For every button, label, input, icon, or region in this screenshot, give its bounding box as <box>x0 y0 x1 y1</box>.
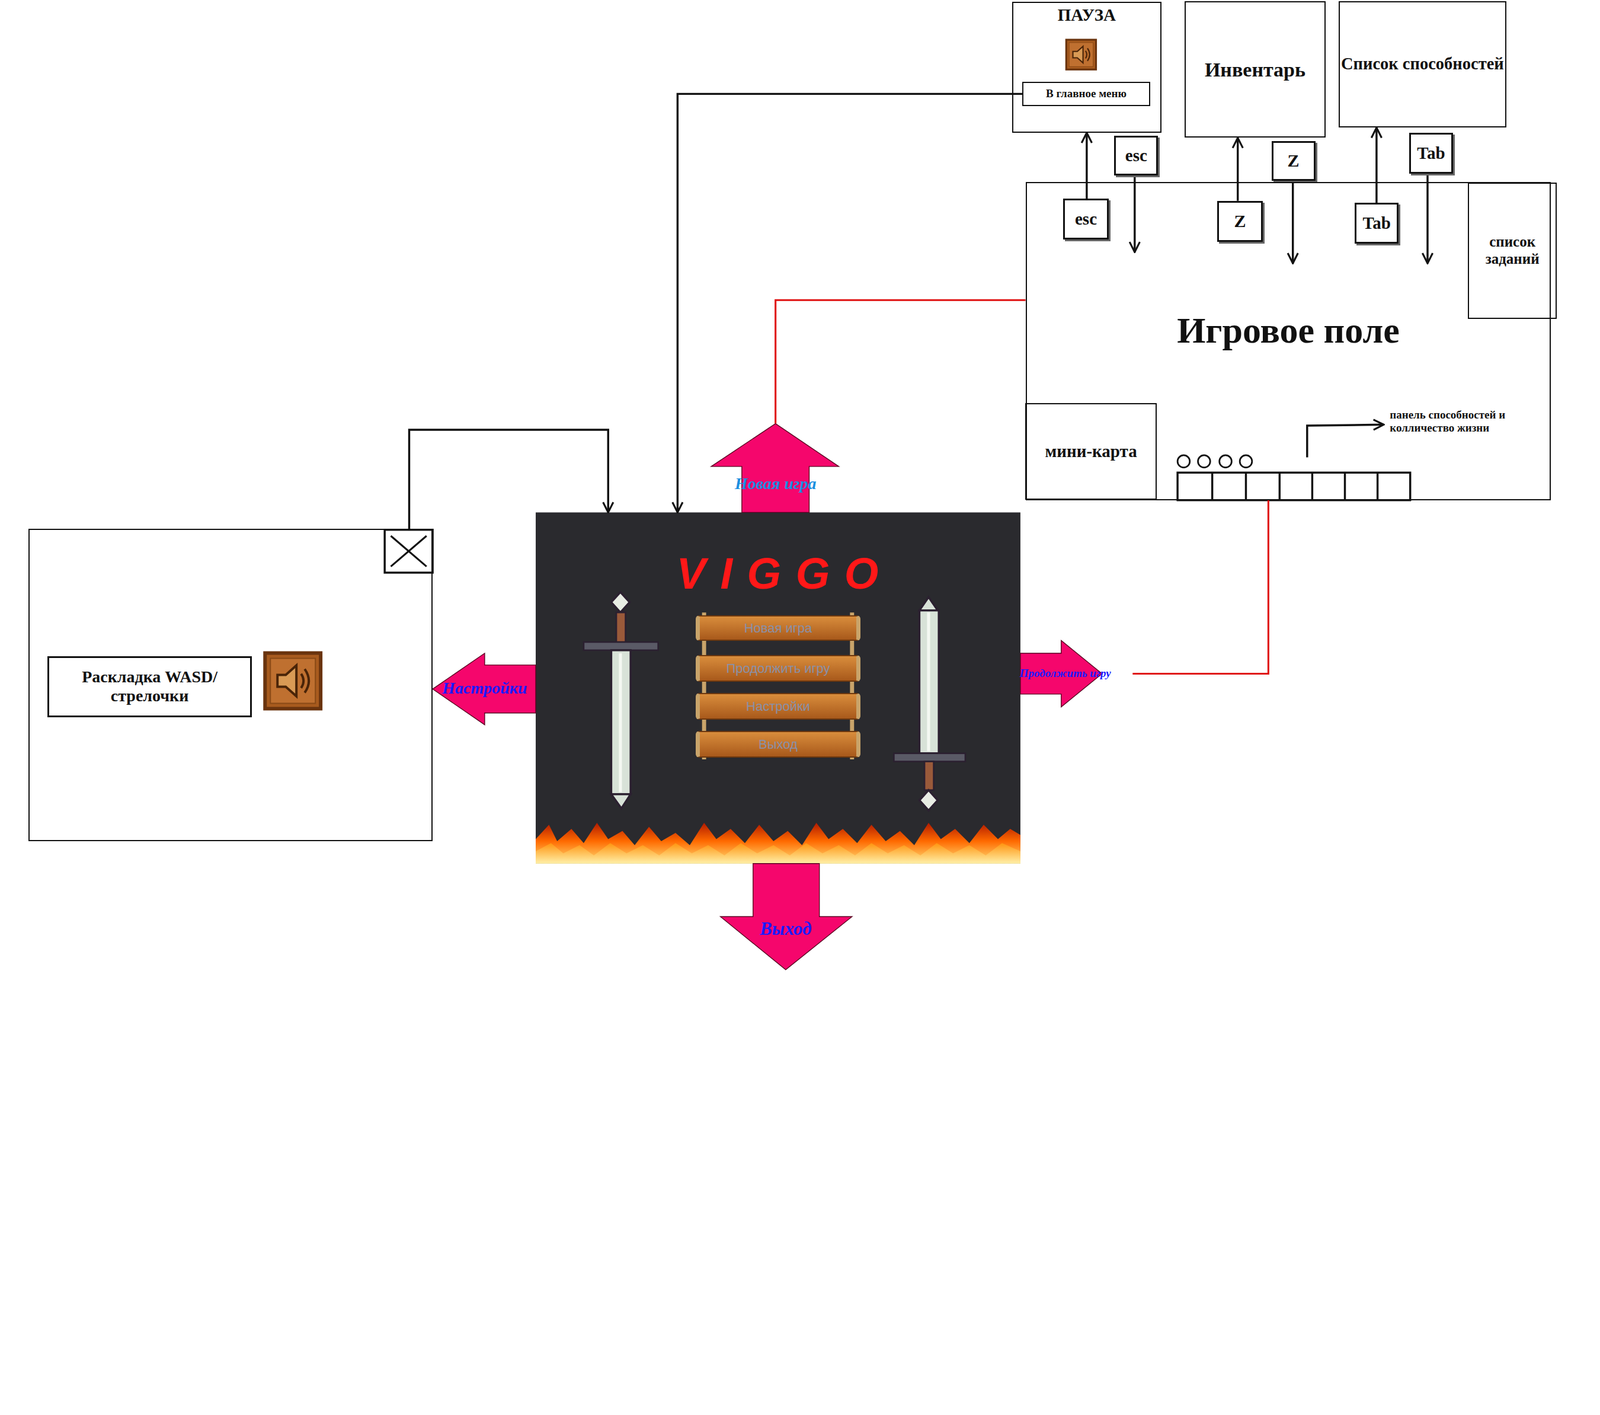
node-label: ПАУЗА <box>1057 5 1116 25</box>
sword-icon <box>893 596 966 811</box>
node-label: Раскладка WASD/ стрелочки <box>49 667 250 706</box>
node-label: esc <box>1125 145 1148 166</box>
block-arrow <box>711 423 839 513</box>
connector <box>1426 173 1429 264</box>
key-cap: esc <box>1063 198 1109 240</box>
abilities-panel: Список способностей <box>1338 1 1506 128</box>
node-label: Список способностей <box>1341 54 1504 75</box>
connector-line <box>1375 127 1378 203</box>
connector <box>432 653 536 725</box>
pause-dialog: ПАУЗА В главное меню <box>1012 1 1161 133</box>
node-label: esc <box>1074 209 1097 229</box>
node-label: Продолжить игру <box>725 660 830 676</box>
main-menu: V I G G O Новая играПродолжить игруНастро… <box>535 512 1021 863</box>
connector-line <box>408 429 608 529</box>
sword-icon <box>583 592 659 809</box>
connector-line <box>1426 173 1429 264</box>
quest-list: список заданий <box>1467 182 1557 320</box>
connector <box>1237 137 1239 201</box>
node-label: Z <box>1234 210 1247 232</box>
connector <box>1376 127 1378 203</box>
close-button <box>384 529 433 573</box>
ability-panel <box>1177 455 1411 501</box>
node-label: В главное меню <box>1045 87 1127 101</box>
edge-label: Продолжить игру <box>1019 667 1112 681</box>
wood-button: Новая игра <box>695 615 860 641</box>
connector <box>1086 132 1088 199</box>
connector-line <box>1291 180 1294 264</box>
connector-line <box>677 93 1023 512</box>
game-field: Игровое поле esc Z Tab список заданий мини-ка… <box>1025 181 1552 501</box>
menu-button: В главное меню <box>1022 81 1150 107</box>
key-cap: esc <box>1114 135 1158 176</box>
layout-option: Раскладка WASD/ стрелочки <box>47 656 252 718</box>
node-label: Z <box>1287 150 1300 172</box>
key-cap: Z <box>1217 200 1263 242</box>
exit-arrow <box>720 863 853 970</box>
node-label: Настройки <box>746 698 811 714</box>
speaker-icon <box>1066 39 1096 70</box>
node-label: Tab <box>1362 213 1391 233</box>
connector <box>1134 175 1136 252</box>
key-cap: Tab <box>1409 132 1454 174</box>
wood-button: Продолжить игру <box>695 654 860 682</box>
connector-line <box>775 299 1026 424</box>
node-label: Игровое поле <box>1026 309 1551 352</box>
connector <box>677 93 1023 512</box>
connector <box>1292 180 1294 264</box>
node-label: Новая игра <box>744 620 813 636</box>
key-cap: Tab <box>1354 202 1399 244</box>
block-arrow <box>432 653 536 725</box>
arrow-label: Выход <box>759 917 812 940</box>
node-label: Инвентарь <box>1204 58 1306 82</box>
connector-line <box>1236 137 1239 201</box>
edge-label: Настройки <box>442 677 527 697</box>
key-cap: Z <box>1271 141 1316 181</box>
connector-line <box>1085 132 1088 199</box>
edge-label: Новая игра <box>734 474 816 494</box>
node-label: V I G G O <box>535 548 1021 599</box>
node-label: Tab <box>1416 143 1445 163</box>
node-label: список заданий <box>1469 233 1555 268</box>
leader-line <box>1307 424 1384 457</box>
inventory-panel: Инвентарь <box>1184 1 1326 139</box>
menu-background <box>535 512 1021 863</box>
connector-line <box>1132 500 1269 674</box>
settings-window: Раскладка WASD/ стрелочки <box>28 528 433 841</box>
node-label: Выход <box>758 736 798 752</box>
wood-button: Настройки <box>695 692 860 720</box>
connector <box>711 299 1026 512</box>
node-label: мини-карта <box>1045 441 1138 462</box>
connector-line <box>1133 175 1136 252</box>
speaker-icon <box>264 653 321 709</box>
minimap-panel: мини-карта <box>1025 402 1157 501</box>
wood-button: Выход <box>695 730 860 758</box>
note-label: панель способностей и колличество жизни <box>1389 408 1564 435</box>
fire-strip <box>535 822 1021 864</box>
connector <box>408 429 608 529</box>
